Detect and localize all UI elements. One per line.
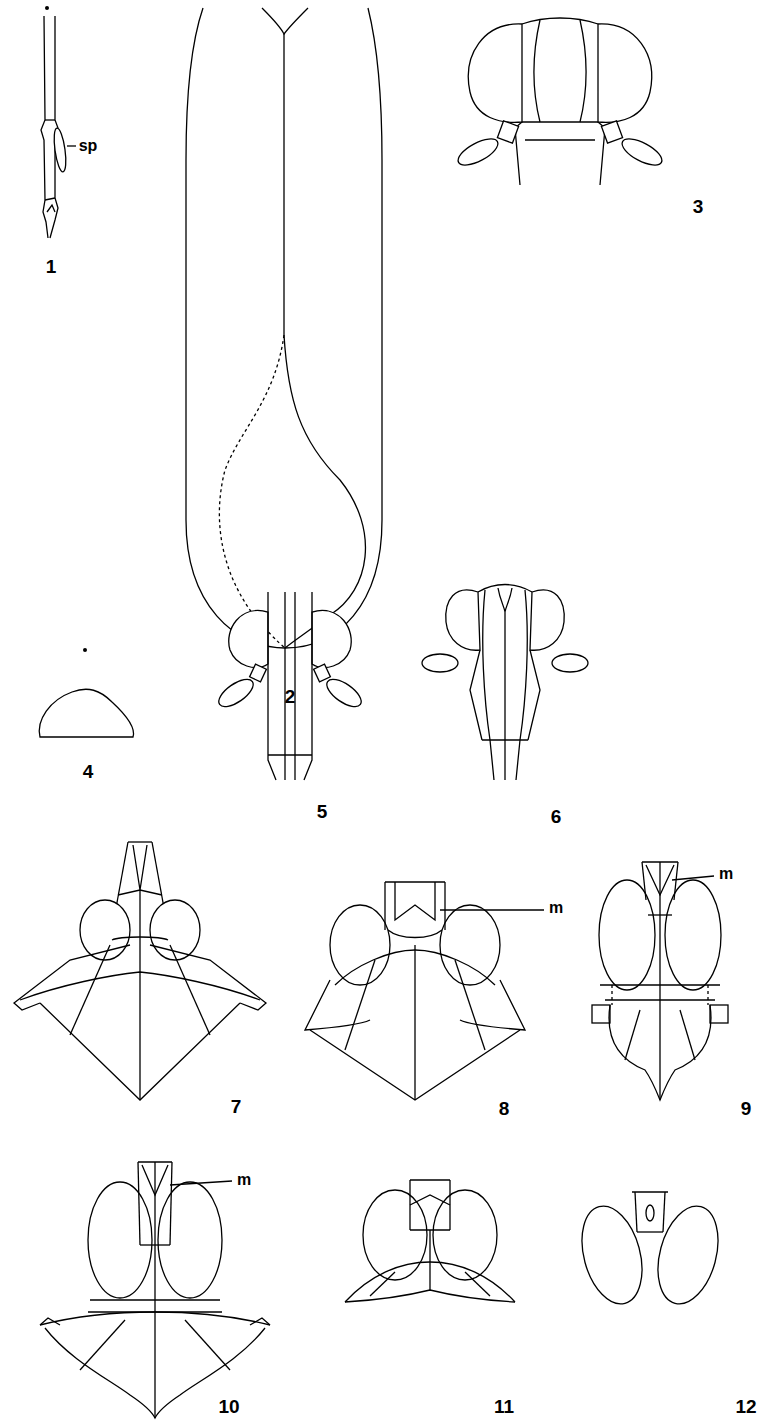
figure-number: 6 — [551, 807, 562, 826]
head-figure — [214, 592, 365, 780]
head-figure — [572, 1192, 728, 1311]
figure-number: 3 — [693, 197, 704, 216]
dorsal-figure — [40, 1162, 270, 1418]
figure-number: 4 — [83, 762, 94, 781]
dorsal-figure — [592, 862, 728, 1100]
outline-figure — [39, 648, 133, 737]
figure-number: 10 — [218, 1397, 239, 1416]
tarsus-figure — [41, 6, 76, 238]
part-abbreviation: m — [549, 900, 563, 916]
figure-number: 7 — [231, 1097, 242, 1116]
figure-number: 8 — [499, 1099, 510, 1118]
figure-number: 11 — [494, 1397, 514, 1416]
part-abbreviation: sp — [79, 138, 98, 154]
figure-number: 9 — [741, 1099, 752, 1118]
figure-number: 2 — [285, 687, 296, 706]
head-figure — [422, 585, 588, 781]
figure-number: 5 — [317, 802, 328, 821]
part-abbreviation: m — [237, 1172, 251, 1188]
forewing-figure — [186, 8, 382, 648]
figure-number: 12 — [735, 1397, 756, 1416]
figure-number: 1 — [46, 257, 57, 276]
head-figure — [454, 18, 665, 185]
dorsal-figure — [14, 842, 266, 1100]
part-abbreviation: m — [719, 866, 733, 882]
dorsal-figure — [345, 1180, 515, 1302]
dorsal-figure — [305, 882, 544, 1100]
